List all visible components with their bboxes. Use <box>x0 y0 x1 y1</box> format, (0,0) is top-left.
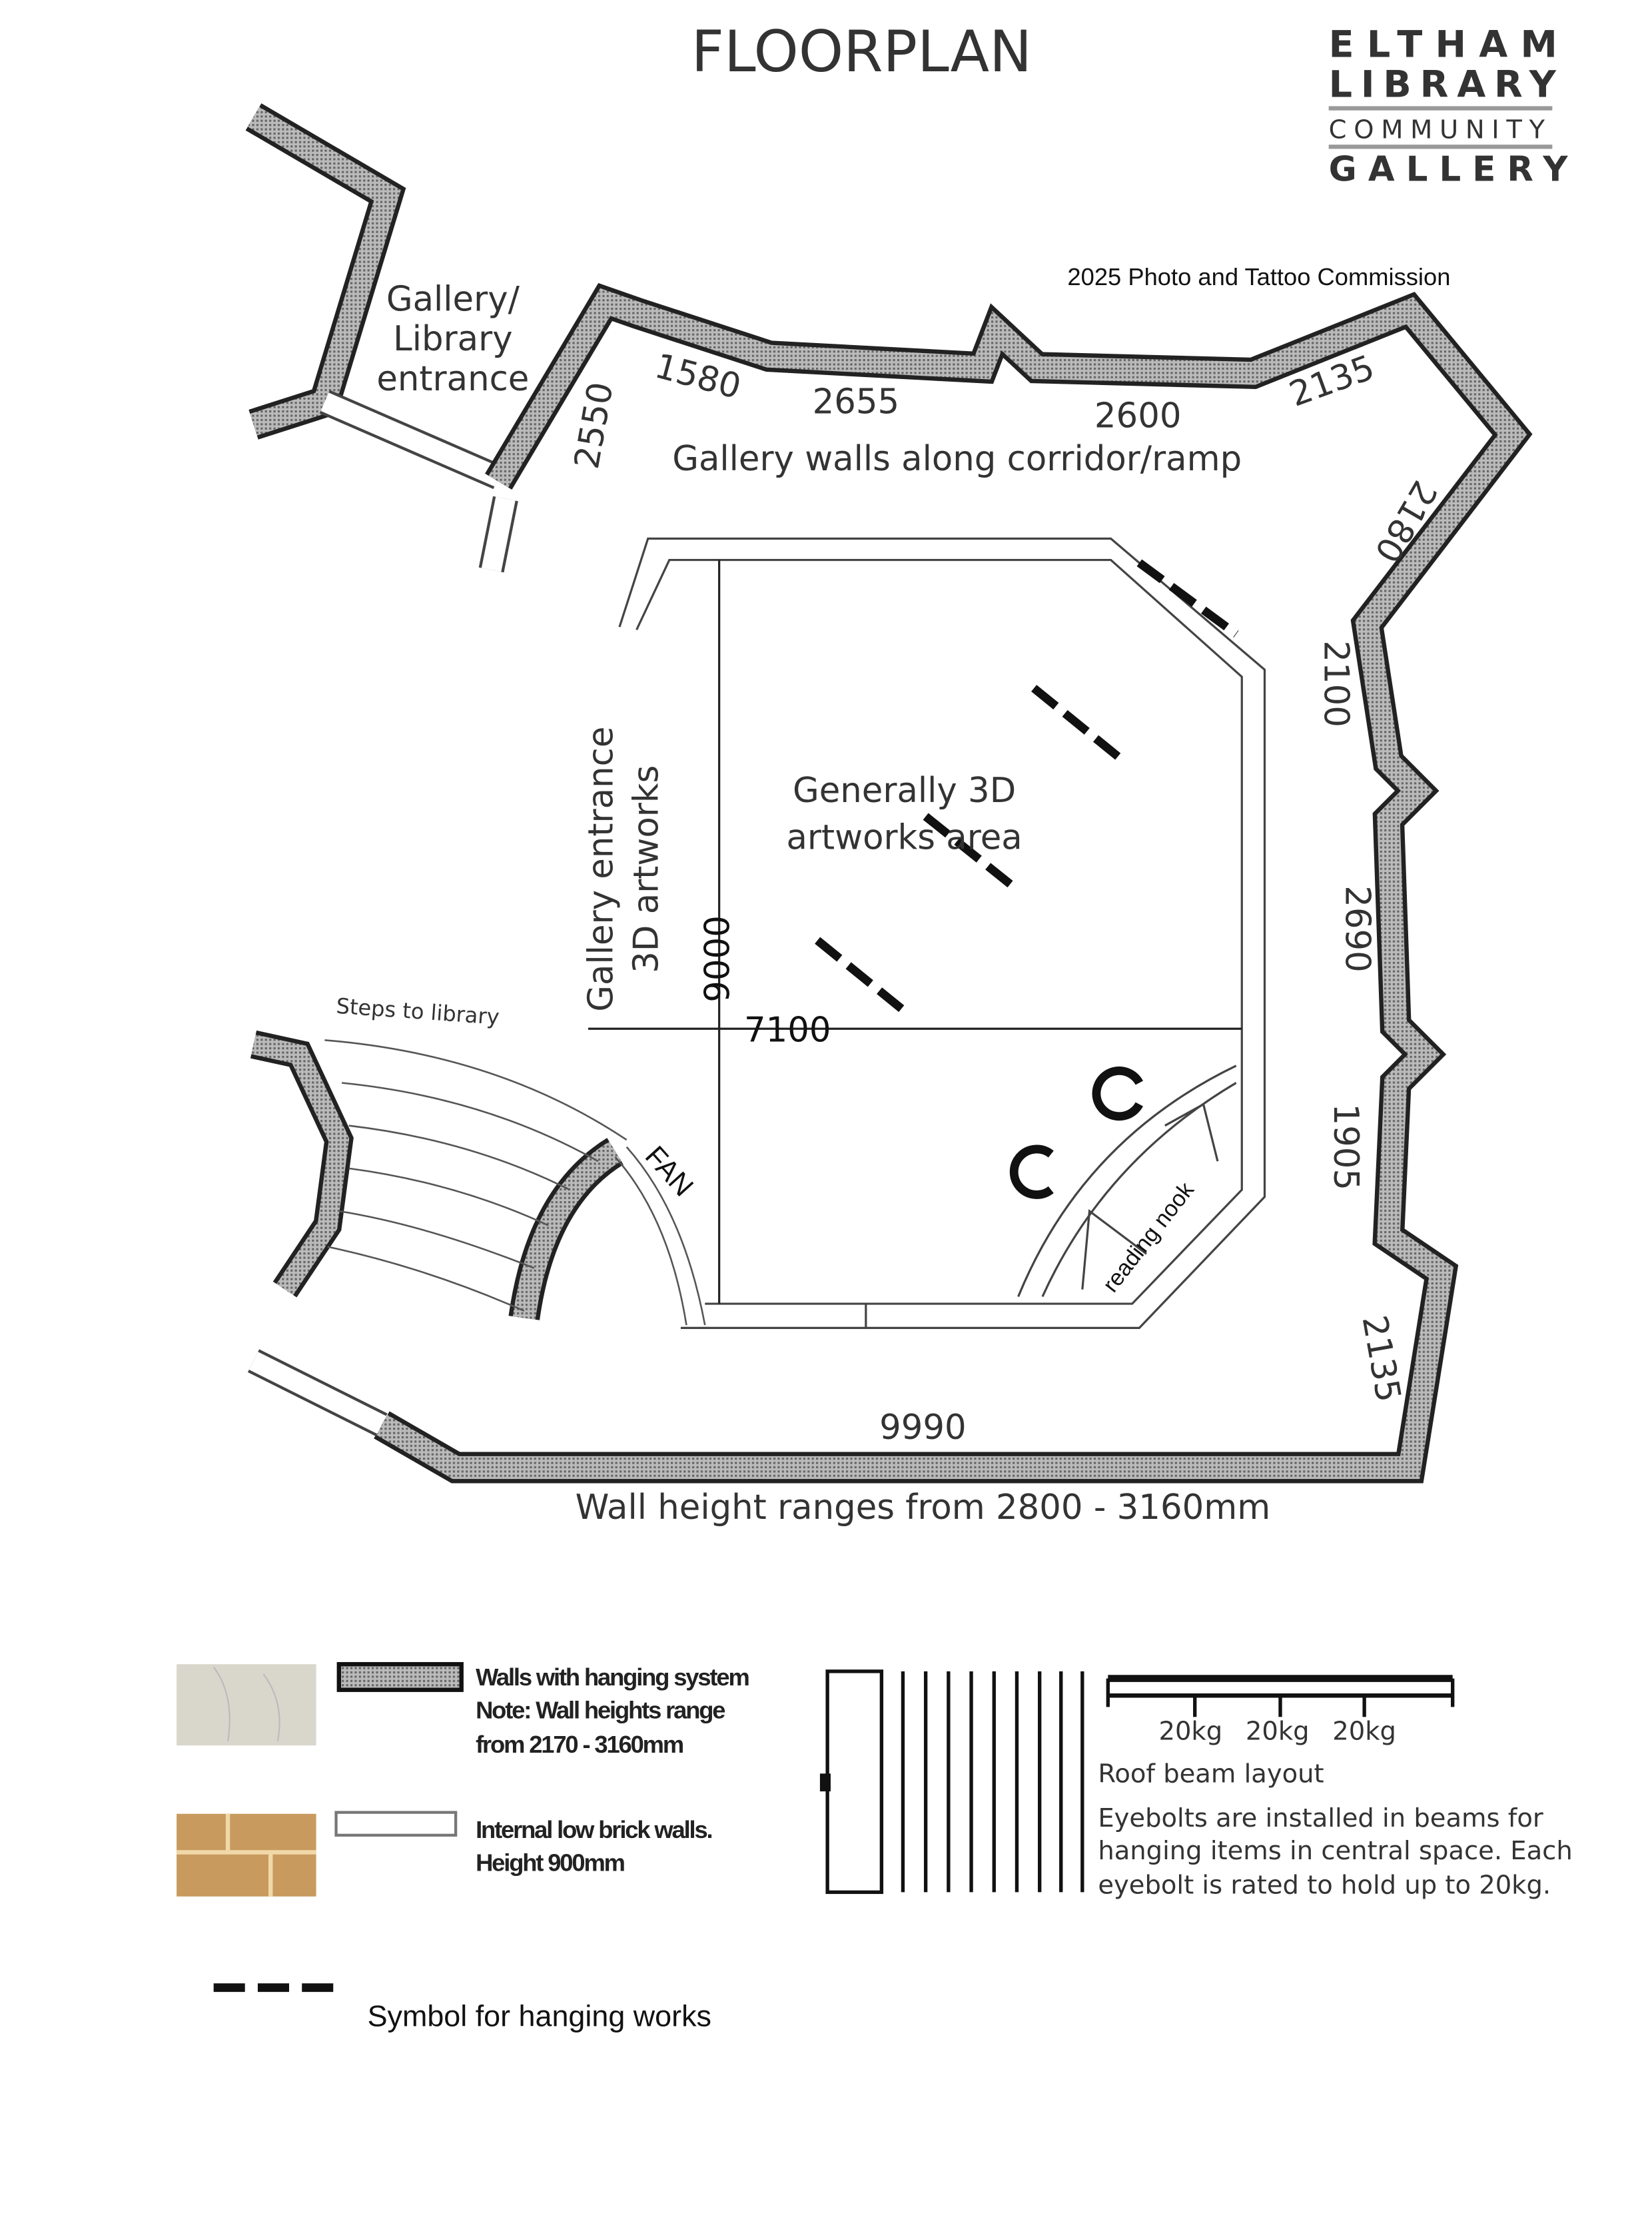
label-gallery-entrance-1: Gallery entrance <box>581 727 621 1012</box>
wall-texture-swatch <box>177 1664 316 1746</box>
label-entrance-1: Gallery/ <box>386 279 520 319</box>
steps <box>324 1039 706 1326</box>
logo-line-3: COMMUNITY <box>1329 115 1552 145</box>
logo: ELTHAM LIBRARY COMMUNITY GALLERY <box>1329 23 1579 190</box>
label-central-2: artworks area <box>786 818 1022 858</box>
roof-beams <box>819 1669 1455 1895</box>
subtitle: 2025 Photo and Tattoo Commission <box>1067 263 1450 290</box>
beam-load-3: 20kg <box>1332 1717 1396 1747</box>
legend-low-walls-1: Internal low brick walls. <box>476 1816 711 1843</box>
roof-beam-title: Roof beam layout <box>1098 1759 1324 1789</box>
legend: Walls with hanging system Note: Wall hei… <box>177 1661 1573 2032</box>
internal-low-walls <box>588 537 1266 1330</box>
legend-hanging-walls-1: Walls with hanging system <box>476 1663 749 1691</box>
label-steps: Steps to library <box>335 993 500 1030</box>
outer-walls <box>245 103 1533 1484</box>
eyebolt-note-3: eyebolt is rated to hold up to 20kg. <box>1098 1871 1551 1901</box>
dim-2655: 2655 <box>813 382 900 422</box>
label-fan: FAN <box>639 1140 699 1202</box>
label-entrance-3: entrance <box>376 359 529 399</box>
hanging-symbols <box>815 559 1239 1018</box>
label-reading-nook: reading nook <box>1098 1177 1199 1297</box>
beam-load-2: 20kg <box>1246 1717 1310 1747</box>
legend-hanging-walls-2: Note: Wall heights range <box>476 1696 725 1723</box>
dim-2690: 2690 <box>1337 885 1377 973</box>
legend-hanging-symbol: Symbol for hanging works <box>368 1999 711 2032</box>
dim-7100: 7100 <box>744 1010 831 1050</box>
label-gallery-entrance-2: 3D artworks <box>627 765 667 973</box>
dim-2550: 2550 <box>567 379 621 472</box>
legend-low-walls-2: Height 900mm <box>476 1849 625 1876</box>
logo-line-1: ELTHAM <box>1329 23 1570 67</box>
label-entrance-2: Library <box>393 319 512 359</box>
eyebolt-note-2: hanging items in central space. Each <box>1098 1836 1572 1866</box>
brick-texture-swatch <box>177 1813 316 1897</box>
dim-2100: 2100 <box>1316 640 1356 727</box>
label-corridor: Gallery walls along corridor/ramp <box>672 439 1242 479</box>
label-central-1: Generally 3D <box>793 771 1016 811</box>
eyebolt-note-1: Eyebolts are installed in beams for <box>1098 1803 1543 1833</box>
page-title: FLOORPLAN <box>691 19 1032 85</box>
beam-load-1: 20kg <box>1158 1717 1222 1747</box>
logo-line-4: GALLERY <box>1329 150 1579 190</box>
logo-line-2: LIBRARY <box>1329 63 1565 106</box>
dim-1905: 1905 <box>1326 1103 1366 1190</box>
dim-2135-right: 2135 <box>1354 1312 1409 1405</box>
legend-hanging-walls-3: from 2170 - 3160mm <box>476 1731 683 1758</box>
dim-9000: 9000 <box>698 915 738 1003</box>
dim-2600: 2600 <box>1094 396 1182 436</box>
label-wall-height: Wall height ranges from 2800 - 3160mm <box>576 1488 1271 1528</box>
chair-symbols <box>1009 1066 1144 1199</box>
dim-9990: 9990 <box>879 1408 967 1448</box>
